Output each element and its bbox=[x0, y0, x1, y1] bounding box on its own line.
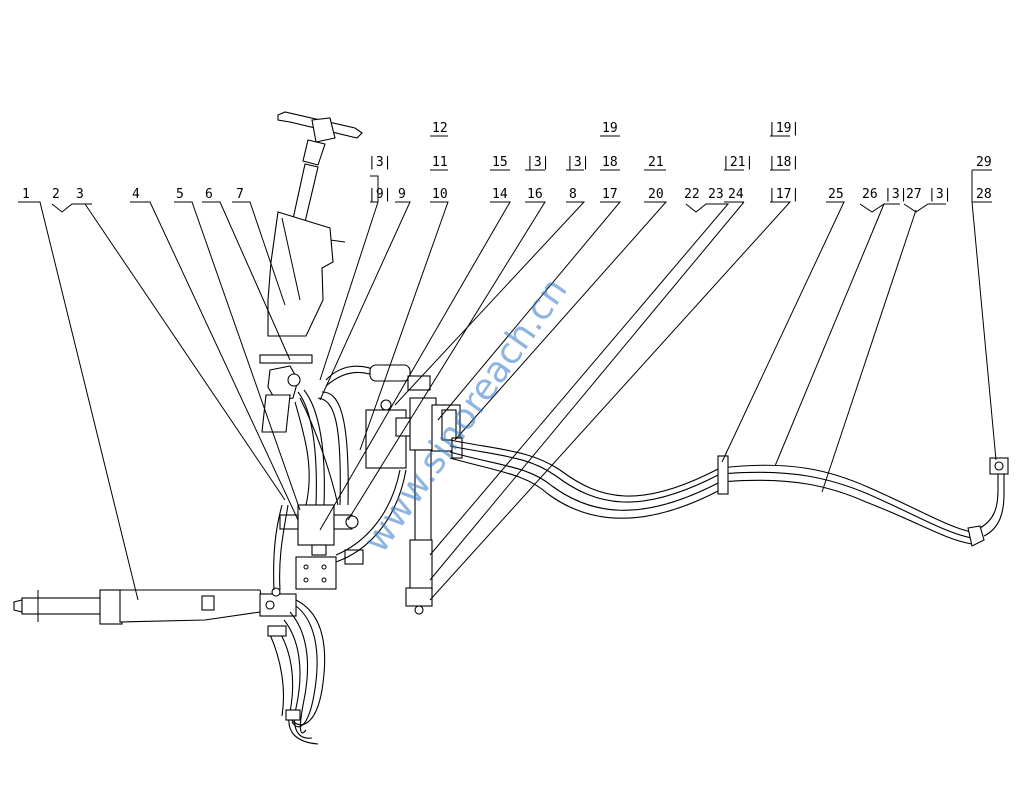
steering-cylinder bbox=[13, 587, 297, 625]
steering-hoses bbox=[273, 365, 407, 591]
label-27: 27 bbox=[906, 187, 922, 202]
label-17: 17 bbox=[602, 187, 618, 202]
label-3-ref-b: |3| bbox=[526, 155, 549, 170]
label-3-ref-c: |3| bbox=[566, 155, 589, 170]
pump-group bbox=[365, 364, 463, 615]
part-labels: 1 2 3 4 5 6 7 |3| |9| 9 12 11 10 15 14 |… bbox=[22, 121, 992, 202]
label-24: 24 bbox=[728, 187, 744, 202]
label-16: 16 bbox=[527, 187, 543, 202]
label-12: 12 bbox=[432, 121, 448, 136]
label-3: 3 bbox=[76, 187, 84, 202]
long-pipes bbox=[449, 439, 1009, 547]
label-25: 25 bbox=[828, 187, 844, 202]
label-22: 22 bbox=[684, 187, 700, 202]
label-2: 2 bbox=[52, 187, 60, 202]
label-20: 20 bbox=[648, 187, 664, 202]
label-6: 6 bbox=[205, 187, 213, 202]
label-28: 28 bbox=[976, 187, 992, 202]
leader-lines bbox=[18, 135, 997, 601]
label-10: 10 bbox=[432, 187, 448, 202]
label-5: 5 bbox=[176, 187, 184, 202]
label-1: 1 bbox=[22, 187, 30, 202]
label-18-ref: |18| bbox=[768, 155, 799, 170]
label-14: 14 bbox=[492, 187, 508, 202]
label-15: 15 bbox=[492, 155, 508, 170]
label-21-ref: |21| bbox=[722, 155, 753, 170]
label-9-ref: |9| bbox=[368, 187, 391, 202]
label-26: 26 bbox=[862, 187, 878, 202]
label-4: 4 bbox=[132, 187, 140, 202]
label-9: 9 bbox=[398, 187, 406, 202]
label-11: 11 bbox=[432, 155, 448, 170]
lower-hose-loop bbox=[267, 599, 326, 745]
label-3-ref-a: |3| bbox=[368, 155, 391, 170]
label-8: 8 bbox=[569, 187, 577, 202]
label-17-ref: |17| bbox=[768, 187, 799, 202]
label-18: 18 bbox=[602, 155, 618, 170]
label-19: 19 bbox=[602, 121, 618, 136]
label-19-ref: |19| bbox=[768, 121, 799, 136]
valve-block-assembly bbox=[279, 504, 364, 590]
steering-wheel-assembly bbox=[259, 111, 363, 433]
label-21: 21 bbox=[648, 155, 664, 170]
label-23: 23 bbox=[708, 187, 724, 202]
label-3-ref-e: |3| bbox=[928, 187, 951, 202]
label-29: 29 bbox=[976, 155, 992, 170]
label-7: 7 bbox=[236, 187, 244, 202]
label-3-ref-d: |3| bbox=[884, 187, 907, 202]
